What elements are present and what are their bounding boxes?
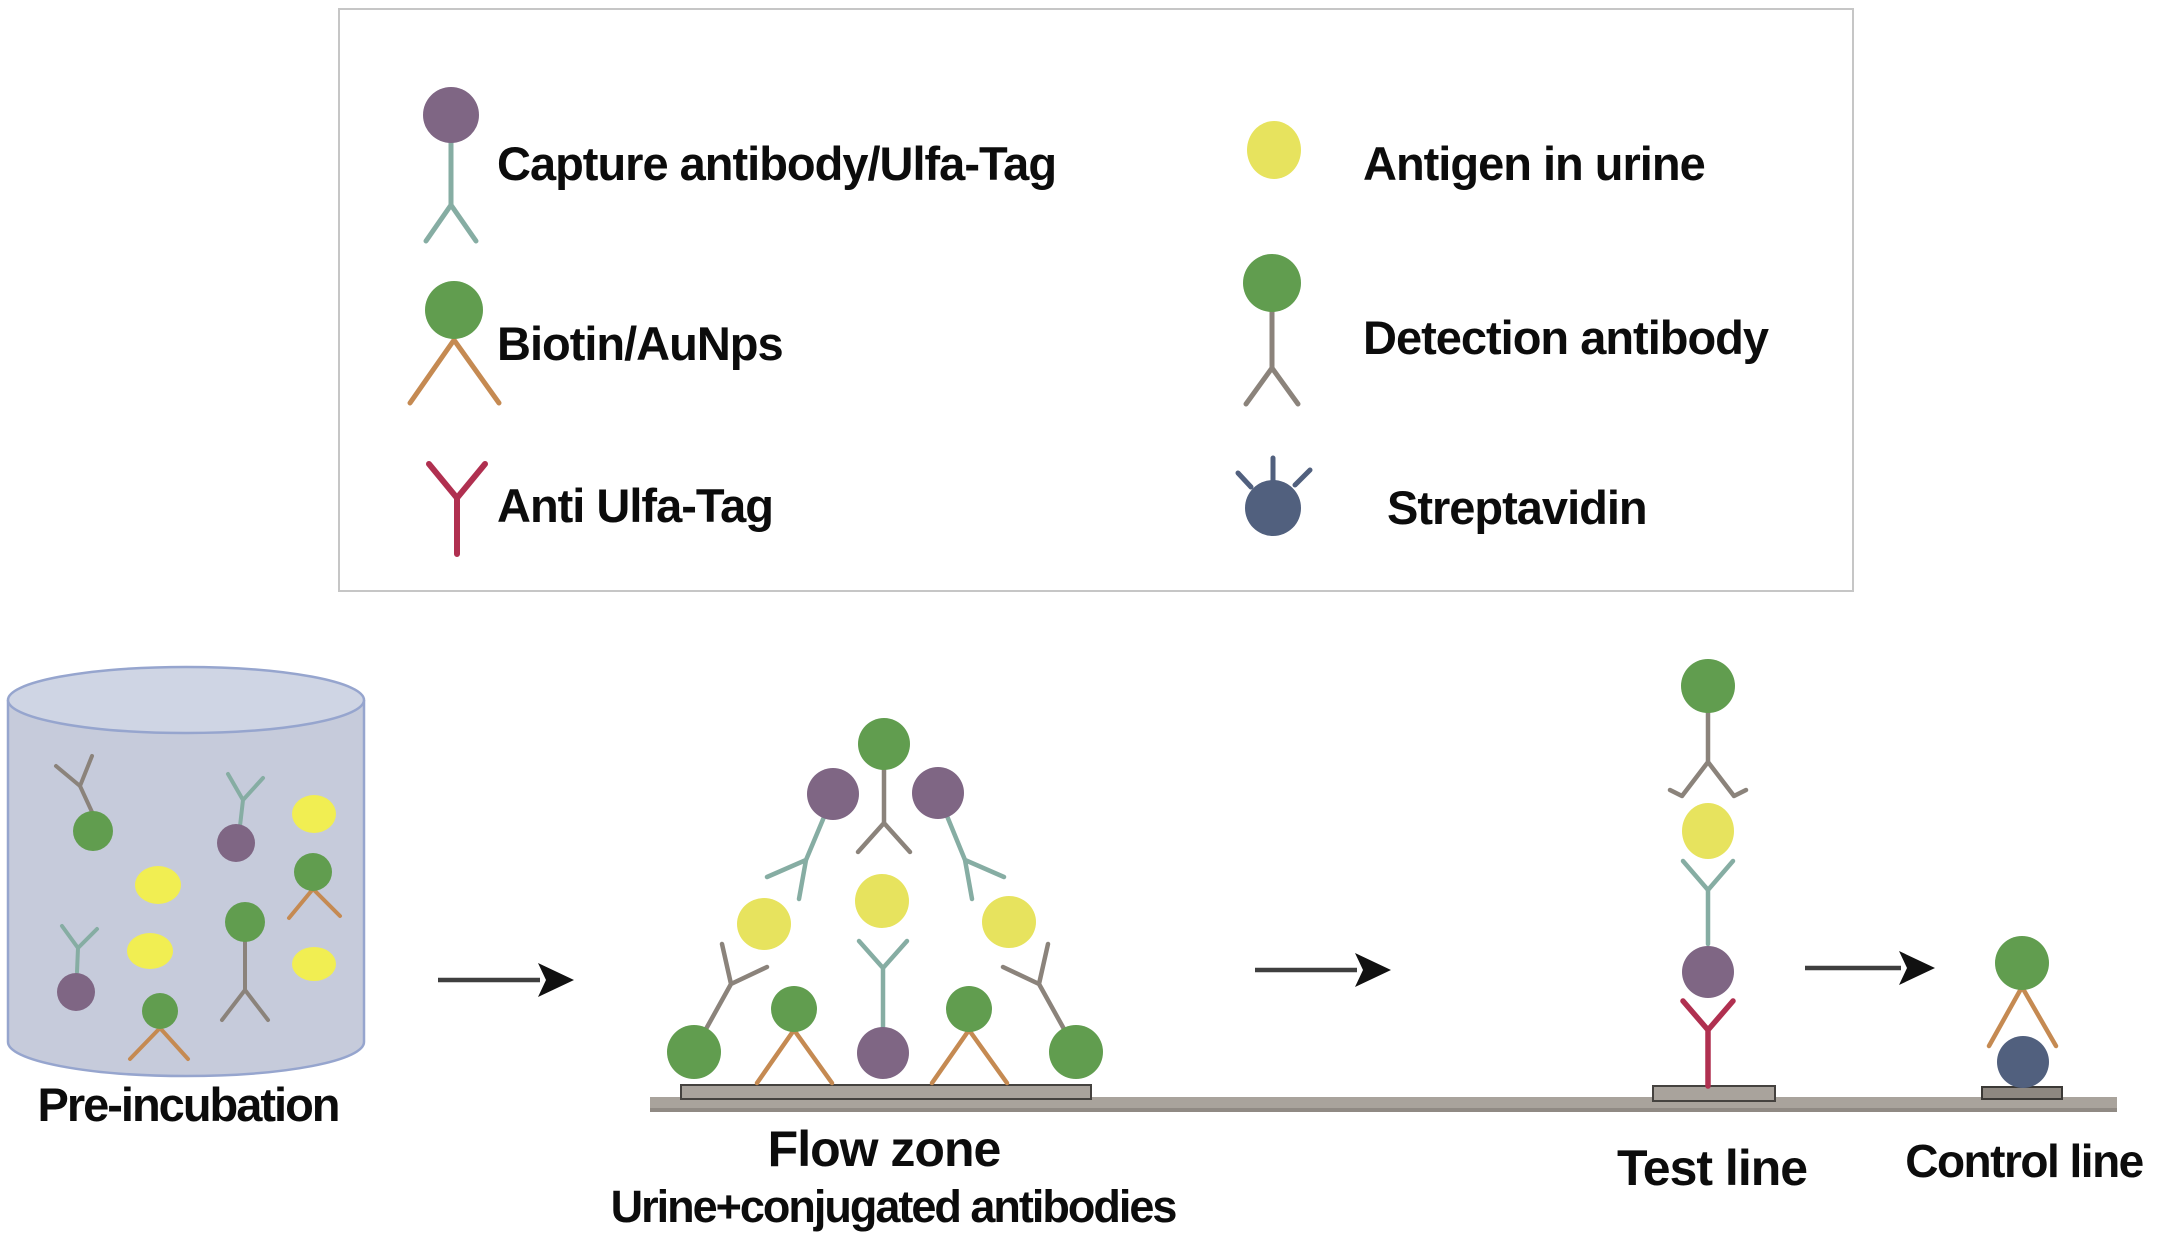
streptavidin-ball <box>1245 480 1301 536</box>
anti-ulfa-y <box>426 461 488 557</box>
biotin-legs <box>128 1026 190 1061</box>
biotin-aunps-icon <box>407 281 502 406</box>
biotin-legs <box>407 337 502 406</box>
capture-antibody <box>856 938 910 1030</box>
aunp-ball <box>1995 936 2049 990</box>
arrow-head <box>1899 951 1935 985</box>
beaker-body <box>6 700 366 1078</box>
biotin-legs <box>929 1027 1010 1086</box>
streptavidin-spikes <box>1235 455 1313 490</box>
detection-antibody <box>698 941 770 1041</box>
biotin-legs <box>1986 984 2059 1049</box>
antigen <box>855 874 909 928</box>
legend-label-antigen: Antigen in urine <box>1363 137 1706 190</box>
test-line-pad <box>1652 1085 1776 1102</box>
beaker-contents <box>54 754 342 1061</box>
ulfa-tag-ball <box>57 973 95 1011</box>
capture-antibody-stem <box>423 137 479 244</box>
test-line-sandwich <box>1667 659 1749 1089</box>
legend-label-streptavidin: Streptavidin <box>1387 481 1648 534</box>
legend-label-anti-ulfa: Anti Ulfa-Tag <box>497 479 774 532</box>
flow-zone-label: Flow zone <box>767 1121 1002 1177</box>
antigen-ball <box>1247 121 1301 179</box>
biotin-legs <box>287 887 342 920</box>
aunp-ball <box>225 902 265 942</box>
antigen <box>982 896 1036 948</box>
antigen-icon <box>1247 121 1301 179</box>
aunp-ball <box>946 986 992 1032</box>
arrow-head <box>1355 953 1391 987</box>
antigen <box>1682 803 1734 859</box>
aunp-ball <box>1681 659 1735 713</box>
capture-antibody <box>764 814 827 902</box>
detection-antibody <box>1000 941 1072 1041</box>
legend-label-detection: Detection antibody <box>1363 311 1769 364</box>
ulfa-tag-ball <box>857 1027 909 1079</box>
aunp-ball <box>1049 1025 1103 1079</box>
beaker-mouth <box>6 665 366 735</box>
arrow-3 <box>1805 951 1935 985</box>
detection-antibody <box>54 754 94 814</box>
detection-antibody <box>220 940 270 1022</box>
capture-antibody <box>944 813 1007 902</box>
arrow-head <box>538 963 574 997</box>
detection-antibody-icon <box>1243 254 1301 407</box>
legend-label-capture: Capture antibody/Ulfa-Tag <box>497 137 1057 190</box>
capture-antibody-icon <box>423 87 479 244</box>
membrane-edge <box>650 1108 2117 1112</box>
detection-antibody <box>1667 710 1749 799</box>
ulfa-tag-ball <box>912 767 964 819</box>
detection-antibody-stem <box>1243 309 1301 407</box>
antigen <box>292 795 336 833</box>
arrow-2 <box>1255 953 1391 987</box>
control-line-pad <box>1981 1086 2063 1100</box>
legend-box <box>338 8 1854 592</box>
streptavidin-icon <box>1235 455 1313 536</box>
flow-zone-complex <box>667 718 1103 1086</box>
antigen <box>135 866 181 904</box>
capture-antibody <box>60 924 99 974</box>
ulfa-tag-ball <box>217 824 255 862</box>
antigen <box>292 947 336 981</box>
anti-ulfa-tag-icon <box>426 461 488 557</box>
aunp-ball <box>142 993 178 1029</box>
aunp-ball <box>73 811 113 851</box>
detection-antibody <box>855 767 913 855</box>
antigen <box>127 933 173 969</box>
pre-incubation-label: Pre-incubation <box>37 1078 340 1131</box>
beaker <box>6 665 366 1078</box>
aunp-ball <box>425 281 483 339</box>
capture-antibody <box>226 772 265 828</box>
flow-zone-pad <box>680 1084 1092 1100</box>
ulfa-tag-ball <box>423 87 479 143</box>
aunp-ball <box>771 986 817 1032</box>
capture-antibody <box>1680 858 1736 947</box>
aunp-ball <box>667 1025 721 1079</box>
aunp-ball <box>858 718 910 770</box>
ulfa-tag-ball <box>1682 946 1734 998</box>
legend-label-biotin: Biotin/AuNps <box>497 317 784 370</box>
control-line-label: Control line <box>1905 1135 2144 1187</box>
control-line-complex <box>1986 936 2059 1088</box>
detection-ball <box>1243 254 1301 312</box>
anti-ulfa-y <box>1680 998 1736 1089</box>
biotin-legs <box>754 1027 835 1086</box>
antigen <box>737 898 791 950</box>
flow-zone-sublabel: Urine+conjugated antibodies <box>610 1181 1178 1232</box>
streptavidin-ball <box>1997 1036 2049 1088</box>
ulfa-tag-ball <box>807 768 859 820</box>
test-line-label: Test line <box>1616 1140 1808 1196</box>
arrow-1 <box>438 963 574 997</box>
aunp-ball <box>294 853 332 891</box>
